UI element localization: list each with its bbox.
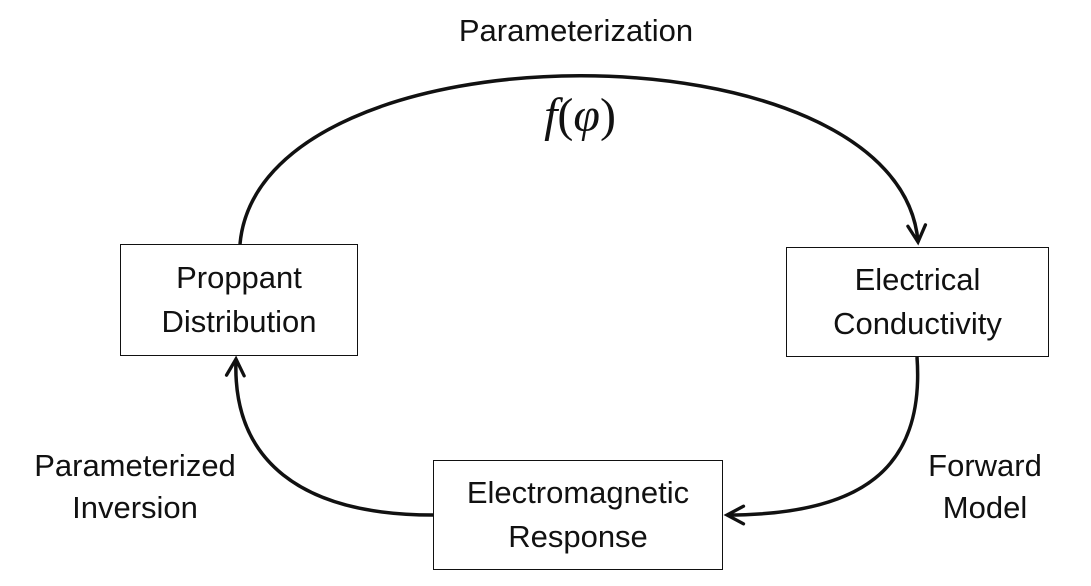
forward-model-line-1: Forward [928, 448, 1042, 483]
proppant-distribution-line-2: Distribution [161, 304, 317, 339]
electromagnetic-response-line-2: Response [508, 519, 648, 554]
parameterization-label: Parameterization [376, 10, 776, 52]
proppant-distribution-box: Proppant Distribution [120, 244, 358, 356]
formula-argument: φ [573, 89, 600, 142]
electrical-conductivity-box: Electrical Conductivity [786, 247, 1049, 357]
formula-open-paren: ( [557, 89, 574, 142]
parameterization-formula: f(φ) [500, 86, 660, 146]
proppant-distribution-line-1: Proppant [176, 260, 302, 295]
parameterized-inversion-line-2: Inversion [72, 490, 198, 525]
forward-model-label: Forward Model [880, 445, 1090, 529]
formula-close-paren: ) [599, 89, 616, 142]
inversion-arrow [236, 359, 434, 517]
electromagnetic-response-box: Electromagnetic Response [433, 460, 723, 570]
forward-model-line-2: Model [942, 490, 1028, 525]
forward-model-arrow [727, 356, 920, 515]
parameterized-inversion-label: Parameterized Inversion [0, 445, 270, 529]
formula-function: f [544, 89, 558, 142]
parameterization-arrow [238, 74, 918, 244]
parameterization-label-text: Parameterization [458, 13, 694, 48]
electrical-conductivity-line-1: Electrical [854, 262, 981, 297]
electrical-conductivity-line-2: Conductivity [833, 306, 1002, 341]
electromagnetic-response-line-1: Electromagnetic [466, 475, 690, 510]
parameterized-inversion-line-1: Parameterized [34, 448, 236, 483]
